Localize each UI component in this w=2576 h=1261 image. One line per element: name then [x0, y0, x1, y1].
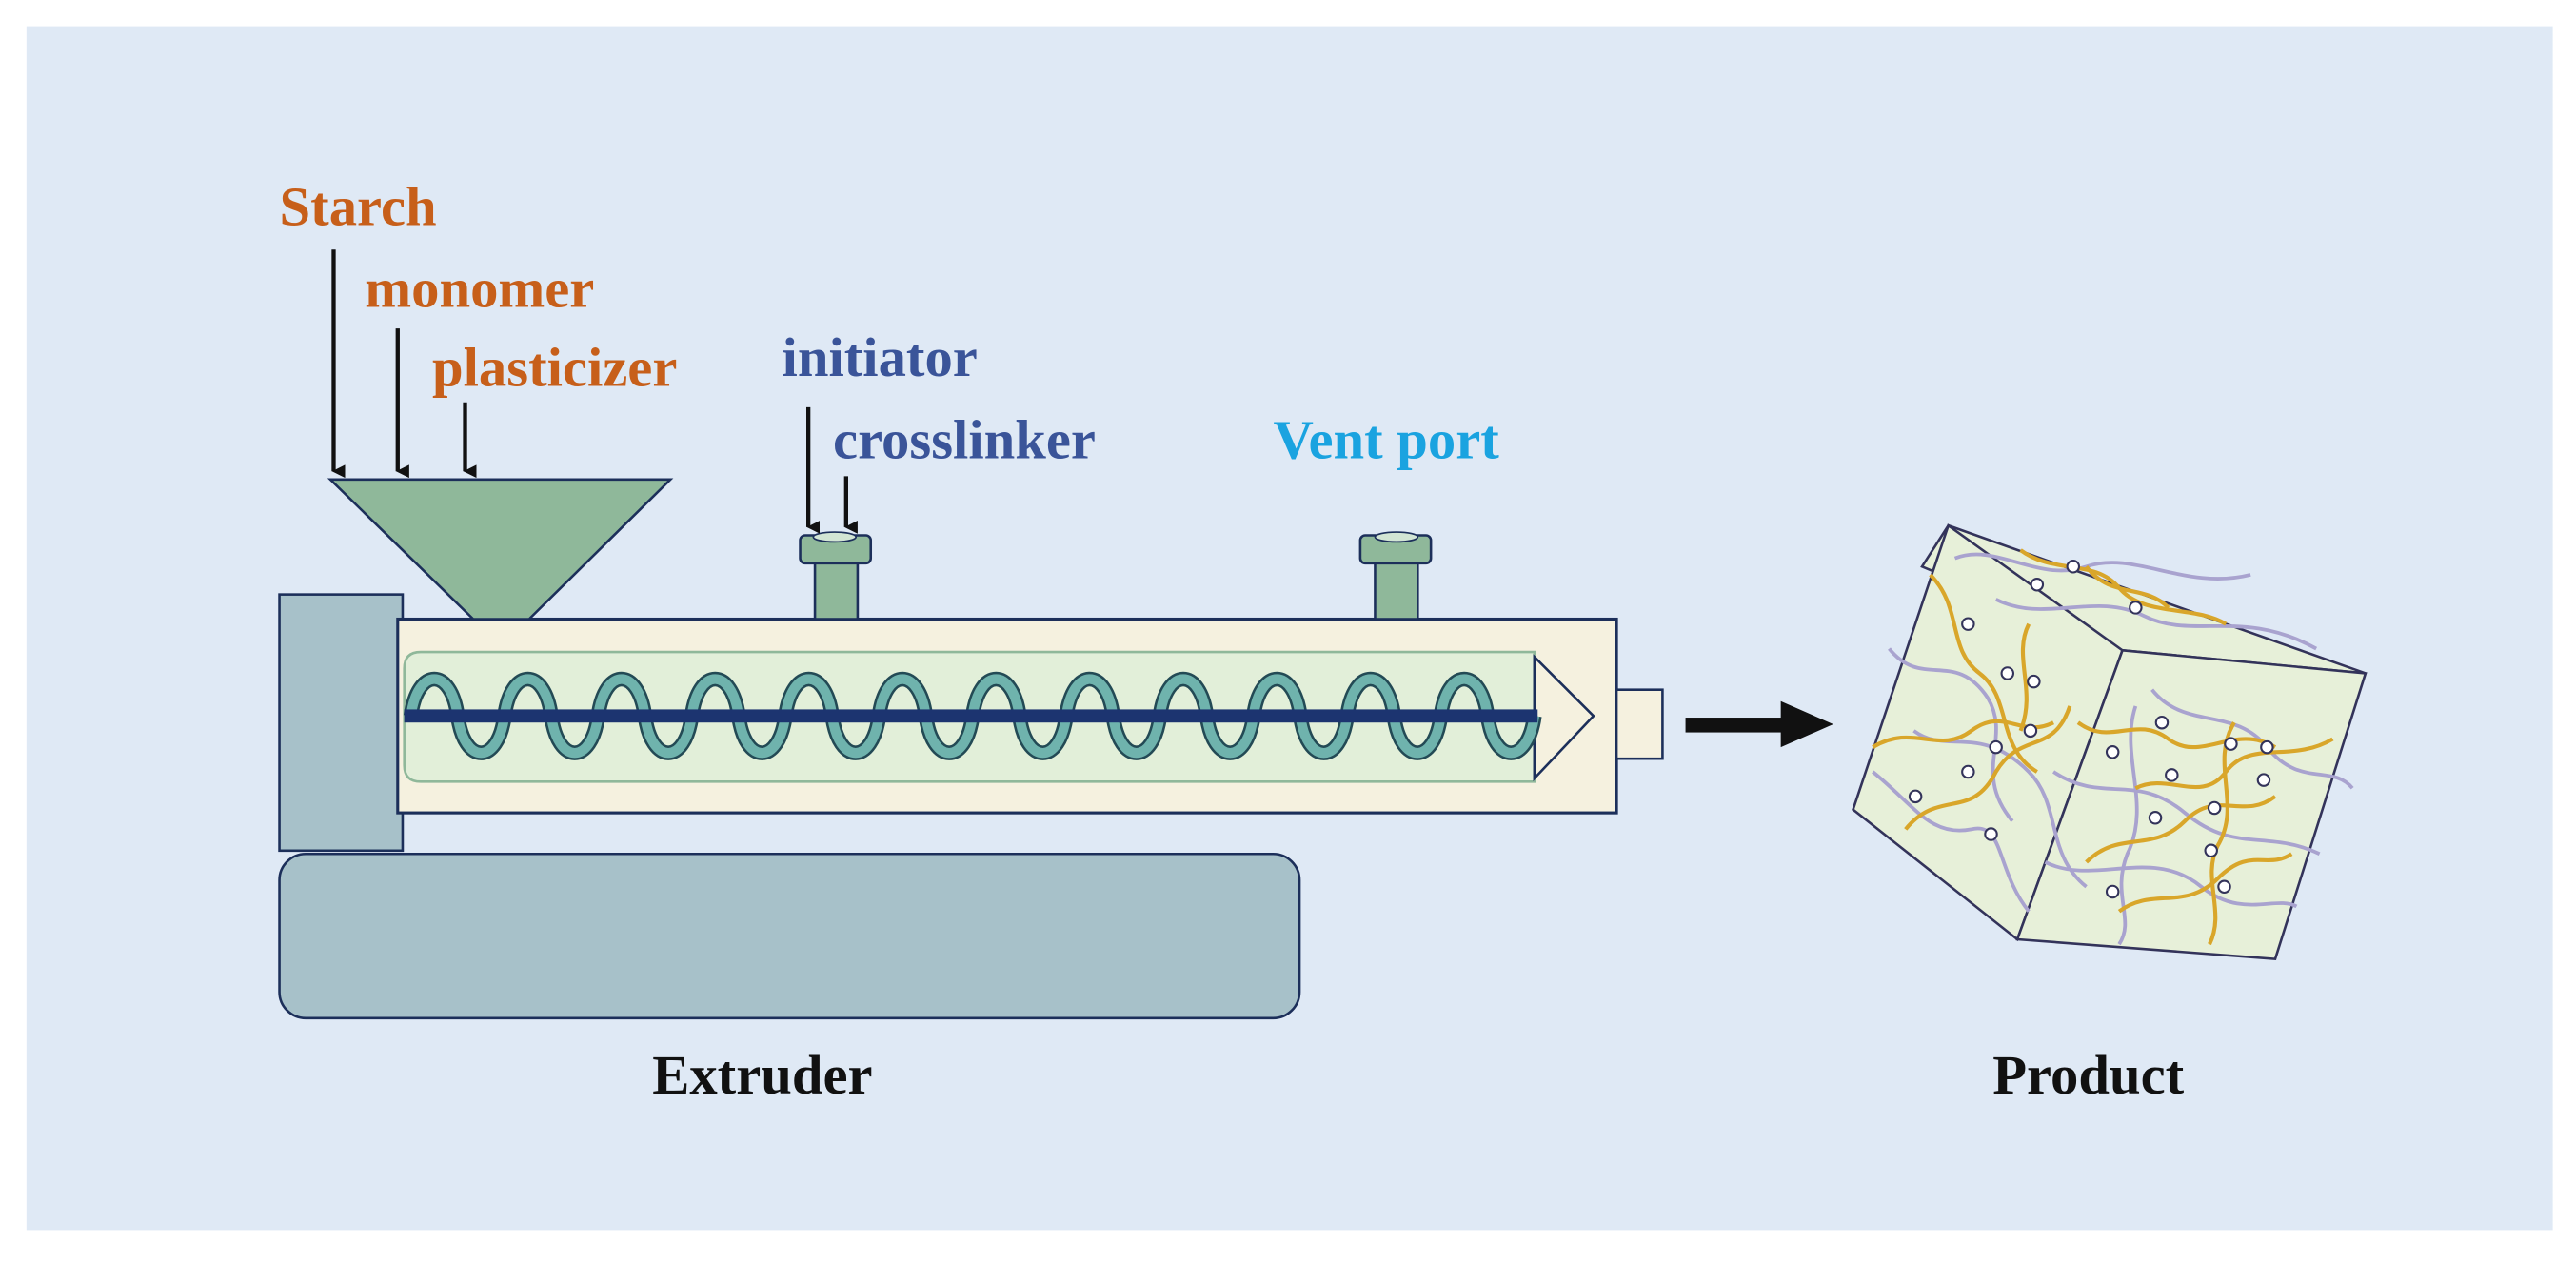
- feed-arrows: [331, 249, 858, 534]
- crosslink-node: [2256, 773, 2271, 787]
- crosslink-node: [2129, 601, 2143, 615]
- output-arrow: [1685, 700, 1833, 748]
- crosslink-points: [1908, 560, 2274, 899]
- crosslink-node: [2207, 800, 2222, 816]
- side-feed-port: [799, 531, 873, 621]
- crosslink-node: [2148, 811, 2163, 825]
- crosslink-node: [1984, 827, 1998, 841]
- gearbox-block: [278, 593, 405, 853]
- crosslink-node: [2154, 715, 2170, 730]
- product-cube: [1852, 523, 2368, 961]
- extruder: [278, 478, 1664, 1020]
- starch-label: Starch: [280, 175, 437, 237]
- crosslinker-label: crosslinker: [833, 408, 1096, 470]
- feed-hopper: [327, 478, 674, 621]
- crosslink-node: [2030, 578, 2045, 592]
- initiator-label: initiator: [783, 326, 978, 388]
- extruder-label: Extruder: [652, 1044, 872, 1106]
- crosslink-node: [1989, 739, 2003, 755]
- crosslink-node: [2000, 666, 2015, 680]
- network-chains-gold: [1872, 548, 2334, 946]
- extruder-base: [278, 852, 1301, 1020]
- monomer-label: monomer: [365, 258, 594, 320]
- crosslink-node: [2204, 843, 2218, 858]
- crosslink-node: [2165, 768, 2179, 782]
- vent-port: [1358, 531, 1433, 621]
- plasticizer-label: plasticizer: [432, 336, 677, 398]
- crosslink-node: [2217, 879, 2231, 895]
- crosslink-node: [2027, 674, 2041, 689]
- crosslink-node: [2224, 737, 2238, 751]
- die-outlet: [1615, 688, 1664, 760]
- crosslink-node: [1961, 764, 1975, 779]
- crosslink-node: [1961, 617, 1975, 631]
- crosslink-node: [1908, 789, 1923, 804]
- crosslink-node: [2260, 739, 2274, 755]
- vent-port-label: Vent port: [1273, 408, 1499, 470]
- cube-right-face: [2015, 648, 2368, 961]
- crosslink-node: [2066, 560, 2081, 574]
- crosslink-node: [2105, 745, 2120, 759]
- product-label: Product: [1992, 1044, 2184, 1106]
- crosslink-node: [2023, 723, 2038, 739]
- crosslink-node: [2105, 884, 2120, 899]
- screw-shaft: [404, 709, 1538, 723]
